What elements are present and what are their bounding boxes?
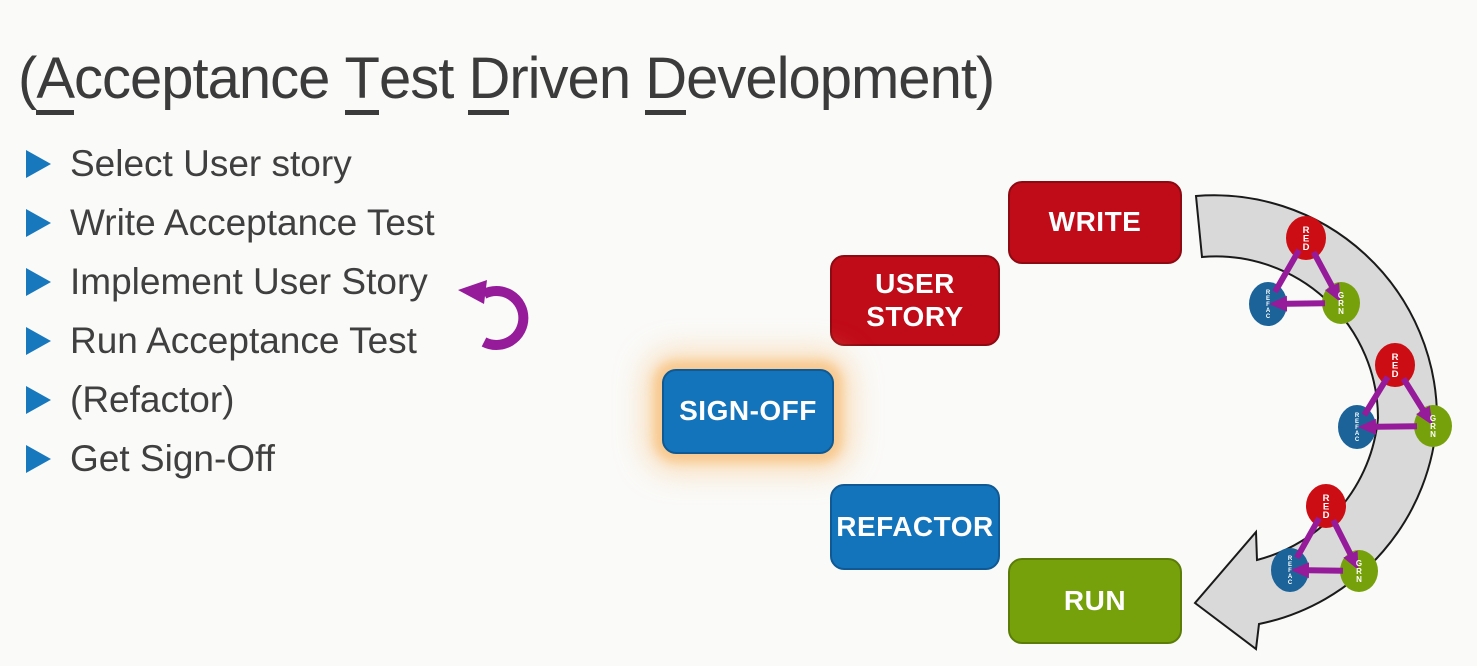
title-underlined-letter: D xyxy=(468,48,510,115)
bullet-label: Select User story xyxy=(70,142,352,184)
bullet-marker-icon xyxy=(26,326,51,355)
bullet-marker-icon xyxy=(26,385,51,414)
box-label: REFACTOR xyxy=(836,510,994,542)
red-node xyxy=(1286,216,1326,260)
bullet-item: Get Sign-Off xyxy=(26,429,435,488)
bullet-marker-icon xyxy=(26,267,51,296)
bullet-label: (Refactor) xyxy=(70,378,235,420)
sign-off-box: SIGN-OFF xyxy=(662,369,834,454)
bullet-label: Run Acceptance Test xyxy=(70,319,417,361)
title-text: riven xyxy=(509,45,646,111)
bullet-item: Run Acceptance Test xyxy=(26,311,435,370)
cycle-arrow xyxy=(1272,248,1302,294)
cycle-arrow xyxy=(1400,376,1433,426)
bullet-label: Implement User Story xyxy=(70,260,428,302)
cycle-arrow xyxy=(1310,250,1341,303)
cycle-arrow xyxy=(1330,518,1359,571)
title-underlined-letter: A xyxy=(36,48,75,115)
title-text: evelopment) xyxy=(686,45,995,111)
cycle-arrow xyxy=(1361,375,1391,417)
loop-arc xyxy=(481,286,529,350)
swoosh-arrow-icon xyxy=(1193,194,1439,651)
loop-arrowhead-icon xyxy=(458,280,487,304)
cycle-arrow xyxy=(1357,418,1418,435)
title-text: est xyxy=(378,45,469,111)
title-underlined-letter: T xyxy=(344,48,380,115)
bullet-marker-icon xyxy=(26,444,51,473)
cycle-arrow xyxy=(1290,562,1344,579)
bullet-item: Select User story xyxy=(26,134,435,193)
bullet-marker-icon xyxy=(26,149,51,178)
box-label: WRITE xyxy=(1048,206,1142,238)
title-text: ( xyxy=(18,45,37,111)
bullet-label: Get Sign-Off xyxy=(70,437,275,479)
bullet-item: Implement User Story xyxy=(26,252,435,311)
bullet-label: Write Acceptance Test xyxy=(70,201,435,243)
page-title: (Acceptance Test Driven Development) xyxy=(18,45,995,115)
cycle-arrow xyxy=(1294,516,1322,560)
box-label: STORY xyxy=(866,300,964,332)
user-story-box: USER STORY xyxy=(830,255,1000,346)
title-text: cceptance xyxy=(74,45,345,111)
box-label: SIGN-OFF xyxy=(679,395,817,427)
bullet-item: Write Acceptance Test xyxy=(26,193,435,252)
bullet-item: (Refactor) xyxy=(26,370,435,429)
cycle-arrow xyxy=(1268,295,1326,312)
bullet-marker-icon xyxy=(26,208,51,237)
title-underlined-letter: D xyxy=(645,48,687,115)
write-box: WRITE xyxy=(1008,181,1182,264)
box-label: RUN xyxy=(1063,584,1127,616)
refactor-box: REFACTOR xyxy=(830,484,1000,570)
red-node xyxy=(1306,484,1346,528)
run-box: RUN xyxy=(1008,558,1182,644)
box-label: USER xyxy=(875,268,955,300)
